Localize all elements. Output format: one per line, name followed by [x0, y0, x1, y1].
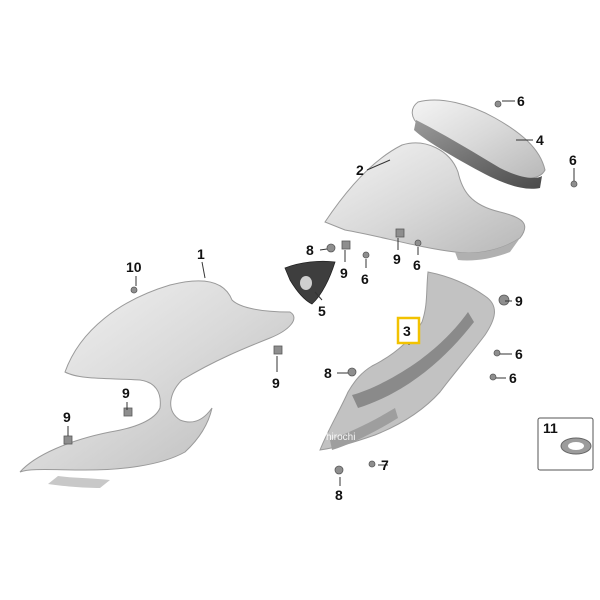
callout-8: 8: [306, 242, 314, 258]
callout-6: 6: [517, 93, 525, 109]
nut-icon: [498, 294, 510, 306]
highlight-box: [396, 316, 421, 345]
callout-1: 1: [197, 246, 205, 262]
screw-icon: [493, 349, 501, 357]
screw-icon: [368, 460, 376, 468]
screw-icon: [489, 373, 497, 381]
callout-6: 6: [413, 257, 421, 273]
watermark: hirochi: [326, 432, 355, 443]
callout-6: 6: [509, 370, 517, 386]
callout-6: 6: [569, 152, 577, 168]
screw-icon: [130, 286, 138, 294]
nut-icon: [347, 367, 357, 377]
callout-5: 5: [318, 303, 326, 319]
hardware-fasteners: [63, 100, 578, 475]
part-11-washer-box: [537, 417, 594, 471]
callout-3: 3: [403, 323, 411, 339]
callout-9: 9: [393, 251, 401, 267]
nut-icon: [326, 243, 336, 253]
screw-icon: [362, 251, 370, 259]
screw-icon: [494, 100, 502, 108]
callout-11: 11: [543, 420, 558, 436]
callout-9: 9: [272, 375, 280, 391]
leader-lines: [67, 100, 575, 486]
screw-icon: [570, 180, 578, 188]
screw-icon: [414, 239, 422, 247]
clip-icon: [63, 435, 73, 445]
part-2-upper-cover: [324, 142, 526, 261]
clip-icon: [123, 407, 133, 417]
part-4-rear-housing: [411, 99, 546, 189]
callout-9: 9: [340, 265, 348, 281]
clip-icon: [341, 240, 351, 250]
callout-9: 9: [122, 385, 130, 401]
callout-2: 2: [356, 162, 364, 178]
callout-10: 10: [126, 259, 142, 275]
callout-4: 4: [536, 132, 544, 148]
callout-8: 8: [335, 487, 343, 503]
callout-6: 6: [361, 271, 369, 287]
callout-9: 9: [63, 409, 71, 425]
clip-icon: [273, 345, 283, 355]
callout-9: 9: [515, 293, 523, 309]
part-3-inner-frame: [319, 271, 495, 451]
callout-labels: 6 4 6 2 1 10 8 9 6 9 6 5 3 9 9 9 9 6 6 8…: [63, 93, 577, 503]
callout-7: 7: [381, 457, 389, 473]
clip-icon: [395, 228, 405, 238]
callout-6: 6: [515, 346, 523, 362]
nut-icon: [334, 465, 344, 475]
part-5-bracket: [284, 260, 336, 305]
callout-8: 8: [324, 365, 332, 381]
part-1-side-panel: [19, 280, 295, 488]
